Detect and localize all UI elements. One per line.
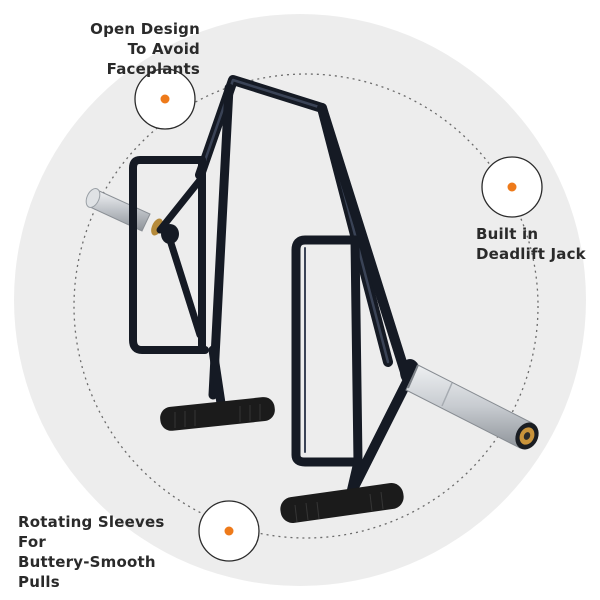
callout-rotating-sleeves-line2: Buttery-Smooth Pulls <box>18 553 156 591</box>
callout-open-design-line1: Open Design <box>90 20 200 38</box>
dotted-orbit <box>73 73 539 539</box>
callout-marker-deadlift-jack <box>481 156 543 218</box>
orange-dot-icon <box>224 526 234 536</box>
callout-marker-open-design <box>134 68 196 130</box>
front-frame <box>291 103 417 510</box>
back-frame <box>129 75 393 415</box>
callout-marker-rotating-sleeves <box>198 500 260 562</box>
left-base-grip <box>160 397 275 431</box>
callout-deadlift-jack-line2: Deadlift Jack <box>476 245 586 263</box>
front-base-grip <box>280 483 404 523</box>
callout-open-design: Open Design To Avoid Faceplants <box>38 19 200 79</box>
callout-open-design-line2: To Avoid Faceplants <box>106 40 200 78</box>
hex-bar <box>85 75 539 523</box>
callout-rotating-sleeves-line1: Rotating Sleeves For <box>18 513 165 551</box>
callout-rotating-sleeves: Rotating Sleeves For Buttery-Smooth Pull… <box>18 512 190 592</box>
right-sleeve <box>400 359 539 450</box>
callout-deadlift-jack: Built in Deadlift Jack <box>476 224 586 264</box>
orange-dot-icon <box>507 182 517 192</box>
callout-deadlift-jack-line1: Built in <box>476 225 539 243</box>
orange-dot-icon <box>160 94 170 104</box>
